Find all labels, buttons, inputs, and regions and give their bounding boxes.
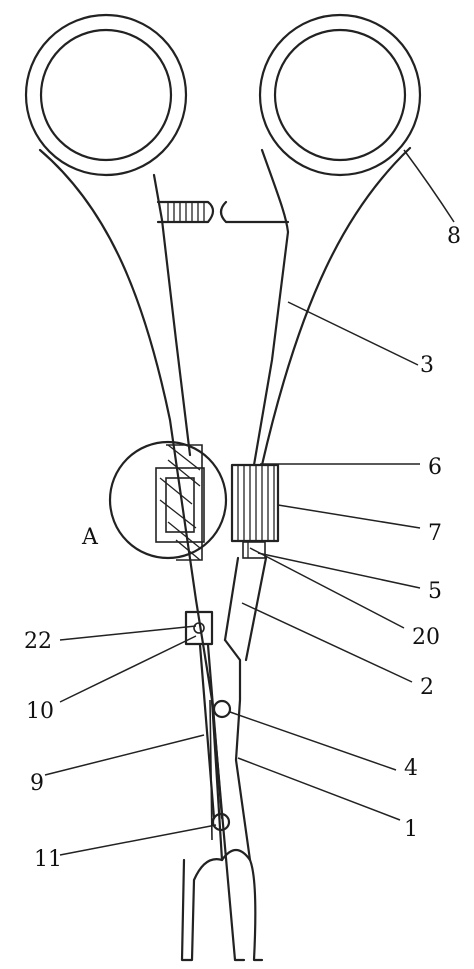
leader-lines — [44, 149, 455, 856]
label-11: 11 — [34, 847, 62, 872]
label-20: 20 — [412, 625, 440, 650]
detail-a-circle — [108, 440, 228, 561]
label-3: 3 — [420, 353, 434, 378]
left-finger-ring — [24, 13, 188, 177]
link-rod — [198, 643, 224, 820]
label-22: 22 — [24, 629, 52, 654]
label-8: 8 — [447, 224, 461, 249]
part-labels: 8 3 6 7 A 5 22 20 2 10 4 9 1 11 — [24, 224, 461, 872]
label-9: 9 — [30, 771, 44, 796]
label-a: A — [81, 525, 99, 550]
label-7: 7 — [428, 521, 442, 546]
jaw-body — [180, 638, 264, 962]
label-2: 2 — [420, 675, 434, 700]
label-5: 5 — [428, 579, 442, 604]
knurled-sleeve — [230, 463, 280, 543]
pin-4 — [212, 699, 232, 719]
label-1: 1 — [404, 817, 418, 842]
ratchet-lock — [156, 200, 290, 224]
right-finger-ring — [258, 13, 422, 177]
pin-11 — [211, 812, 231, 832]
left-handle-arm — [38, 148, 246, 962]
mount-plate — [184, 610, 214, 646]
label-6: 6 — [428, 455, 442, 480]
label-10: 10 — [26, 699, 54, 724]
label-4: 4 — [404, 756, 418, 781]
slider-block — [242, 541, 266, 559]
